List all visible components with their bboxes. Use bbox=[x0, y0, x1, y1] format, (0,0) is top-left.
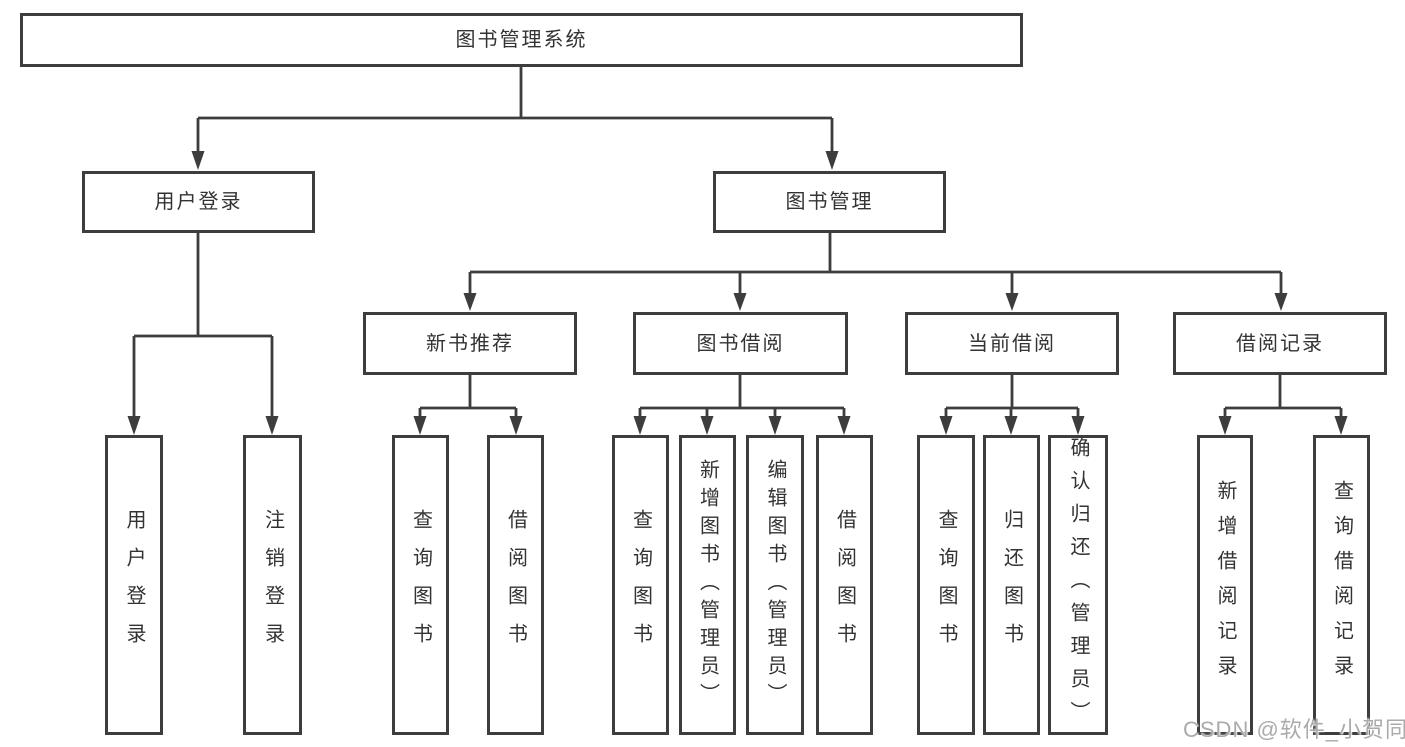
node-leaf-logout: 注销登录 bbox=[243, 435, 302, 735]
node-leaf-borrow-book-1-label: 借阅图书 bbox=[504, 509, 527, 661]
node-leaf-add-record-label: 新增借阅记录 bbox=[1214, 480, 1236, 690]
node-leaf-query-book-3-label: 查询图书 bbox=[935, 509, 957, 661]
node-book-mgmt: 图书管理 bbox=[713, 171, 946, 233]
node-leaf-confirm-return-label: 确认归还（管理员） bbox=[1067, 436, 1089, 734]
csdn-watermark: CSDN @软件_小贺同学 bbox=[1183, 717, 1405, 742]
node-book-borrow: 图书借阅 bbox=[633, 312, 848, 375]
node-new-book-rec-label: 新书推荐 bbox=[426, 332, 514, 355]
node-leaf-query-record: 查询借阅记录 bbox=[1313, 435, 1370, 735]
node-user-login-label: 用户登录 bbox=[154, 191, 243, 213]
node-leaf-add-book: 新增图书（管理员） bbox=[679, 435, 736, 735]
node-leaf-query-record-label: 查询借阅记录 bbox=[1330, 480, 1353, 690]
node-leaf-borrow-book-1: 借阅图书 bbox=[487, 435, 544, 735]
node-leaf-return-book: 归还图书 bbox=[983, 435, 1040, 735]
node-leaf-user-login: 用户登录 bbox=[105, 435, 163, 735]
node-leaf-confirm-return: 确认归还（管理员） bbox=[1048, 435, 1108, 735]
node-leaf-query-book-3: 查询图书 bbox=[917, 435, 975, 735]
node-leaf-query-book-2: 查询图书 bbox=[612, 435, 669, 735]
node-borrow-records-label: 借阅记录 bbox=[1236, 332, 1324, 355]
node-leaf-edit-book: 编辑图书（管理员） bbox=[746, 435, 804, 735]
node-current-borrow-label: 当前借阅 bbox=[968, 332, 1056, 355]
node-root-label: 图书管理系统 bbox=[455, 29, 588, 51]
node-leaf-borrow-book-2-label: 借阅图书 bbox=[833, 509, 856, 661]
node-leaf-borrow-book-2: 借阅图书 bbox=[816, 435, 873, 735]
node-root: 图书管理系统 bbox=[20, 13, 1023, 67]
node-user-login: 用户登录 bbox=[82, 171, 315, 233]
node-current-borrow: 当前借阅 bbox=[905, 312, 1119, 375]
node-borrow-records: 借阅记录 bbox=[1173, 312, 1387, 375]
node-leaf-user-login-label: 用户登录 bbox=[123, 509, 145, 661]
node-leaf-add-book-label: 新增图书（管理员） bbox=[696, 459, 719, 711]
node-leaf-edit-book-label: 编辑图书（管理员） bbox=[764, 459, 786, 711]
node-leaf-query-book-2-label: 查询图书 bbox=[629, 509, 652, 661]
node-leaf-logout-label: 注销登录 bbox=[261, 509, 284, 661]
node-leaf-return-book-label: 归还图书 bbox=[1000, 509, 1023, 661]
node-leaf-query-book-1: 查询图书 bbox=[392, 435, 449, 735]
node-leaf-add-record: 新增借阅记录 bbox=[1197, 435, 1253, 735]
node-new-book-rec: 新书推荐 bbox=[363, 312, 577, 375]
node-leaf-query-book-1-label: 查询图书 bbox=[409, 509, 432, 661]
node-book-borrow-label: 图书借阅 bbox=[696, 332, 785, 355]
node-book-mgmt-label: 图书管理 bbox=[785, 191, 874, 213]
